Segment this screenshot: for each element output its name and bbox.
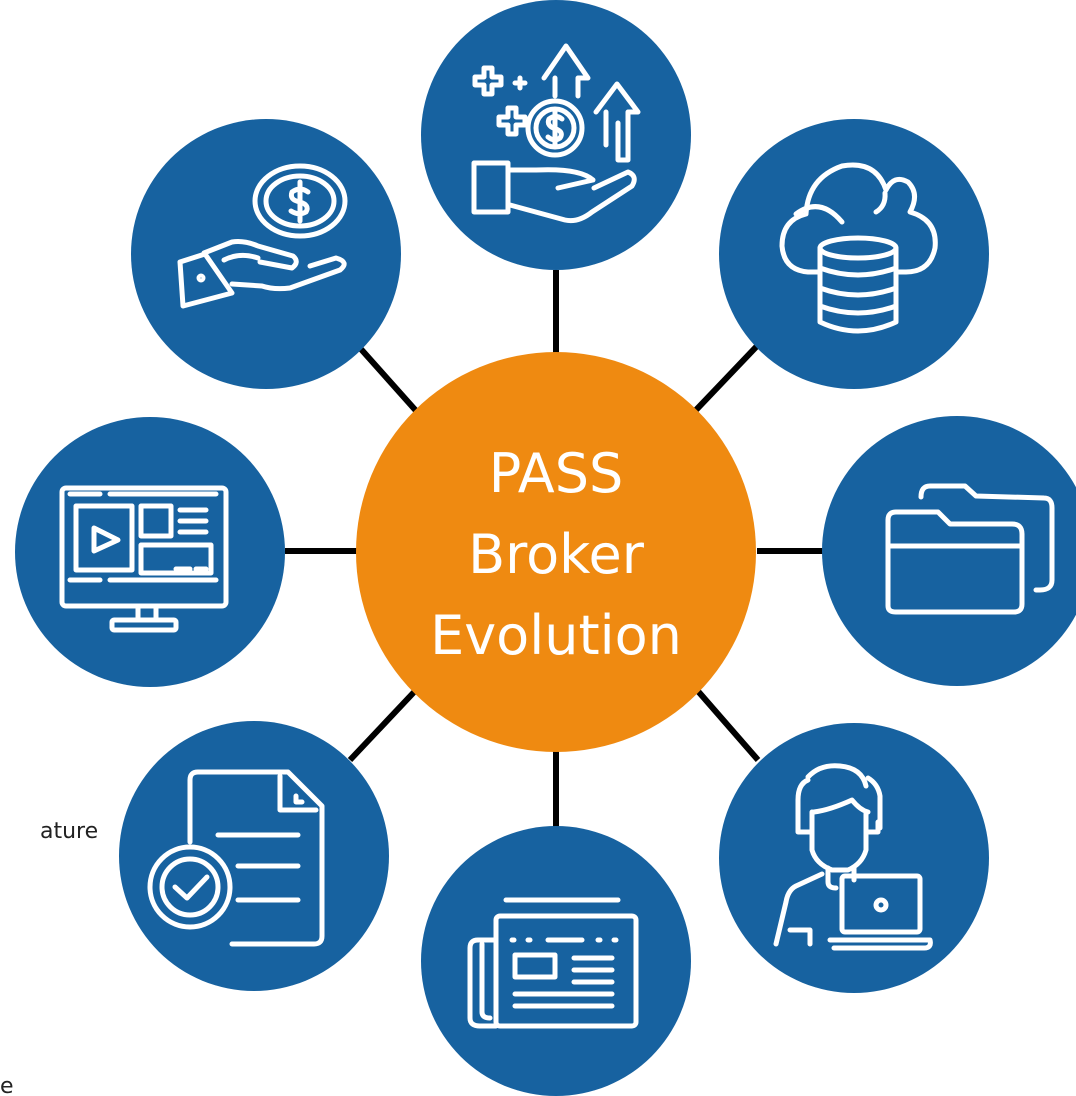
node-bottom-right — [719, 723, 989, 993]
cut-off-label-2: e — [0, 1074, 14, 1096]
cut-off-label-1: ature — [40, 819, 98, 844]
hub: PASS Broker Evolution — [356, 352, 756, 752]
hub-title-line-3: Evolution — [430, 604, 682, 667]
node-top-right — [719, 119, 989, 389]
document-check-icon — [147, 769, 325, 947]
hub-title-line-1: PASS — [489, 442, 624, 505]
connector-bottom-left — [347, 687, 419, 763]
hub-title-line-2: Broker — [468, 523, 645, 586]
connector-top-left — [357, 346, 421, 415]
node-right-circle — [822, 416, 1076, 686]
folder-icon — [885, 483, 1055, 615]
node-bottom-right-circle — [719, 723, 989, 993]
hub-circle — [356, 352, 756, 752]
node-left — [15, 417, 285, 687]
node-top-right-circle — [719, 119, 989, 389]
cloud-database-icon — [779, 162, 938, 334]
node-top-left-circle — [131, 119, 401, 389]
newspaper-icon — [467, 897, 639, 1029]
node-bottom-left — [119, 721, 389, 991]
monitor-dashboard-icon — [59, 485, 229, 633]
connector-bottom-right — [694, 688, 761, 762]
hand-coin-icon — [177, 163, 348, 309]
person-laptop-icon — [773, 763, 933, 951]
node-top — [421, 0, 691, 270]
node-top-left — [131, 119, 401, 389]
node-left-circle — [15, 417, 285, 687]
money-growth-icon — [471, 43, 641, 224]
node-bottom-left-circle — [119, 721, 389, 991]
node-right — [822, 416, 1076, 686]
node-bottom — [421, 826, 691, 1096]
connector-top-right — [693, 343, 760, 413]
connectors — [285, 270, 826, 830]
